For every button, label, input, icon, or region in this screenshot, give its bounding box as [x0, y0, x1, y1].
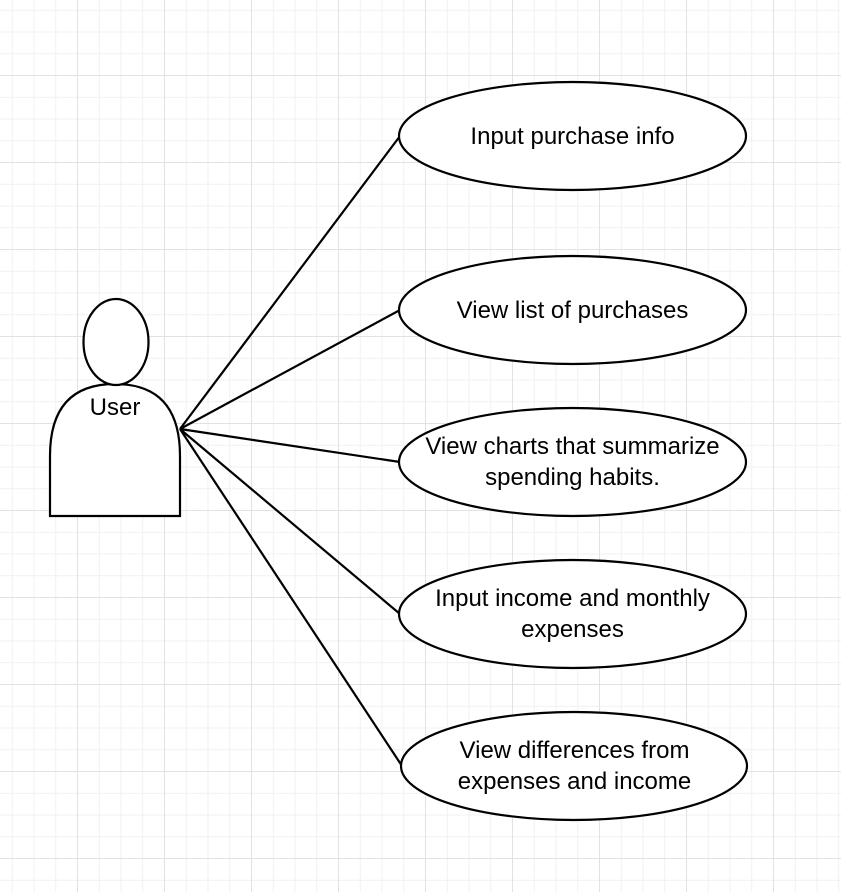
use-case-text-line1: Input income and monthly	[435, 585, 710, 612]
use-case-text: Input purchase info	[470, 122, 675, 150]
actor-label-text: User	[89, 393, 141, 421]
use-case-text-line2: expenses and income	[457, 768, 692, 795]
use-case-ellipse[interactable]	[397, 80, 748, 192]
use-case-text-line2: spending habits.	[485, 464, 660, 491]
use-case-ellipse[interactable]	[397, 406, 748, 518]
use-case-label-view-differences: View differences from expenses and incom…	[402, 730, 747, 802]
actor-head	[82, 297, 150, 387]
use-case-text-line1: View differences from	[459, 737, 690, 764]
use-case-label-input-purchase: Input purchase info	[400, 100, 745, 172]
association-line	[179, 135, 401, 430]
use-case-text-line2: expenses	[521, 616, 624, 643]
use-case-text: View list of purchases	[456, 296, 689, 324]
user-actor[interactable]	[48, 297, 182, 518]
use-case-text-line1: View charts that summarize	[425, 433, 720, 460]
use-case-ellipse[interactable]	[399, 710, 749, 822]
association-line	[179, 427, 401, 464]
use-case-ellipse[interactable]	[397, 558, 748, 670]
association-line	[179, 428, 401, 615]
use-case-ellipse[interactable]	[397, 254, 748, 366]
association-line	[179, 309, 401, 430]
use-case-label-view-charts: View charts that summarize spending habi…	[396, 426, 749, 498]
use-case-label-view-purchases: View list of purchases	[400, 274, 745, 346]
use-case-label-input-income: Input income and monthly expenses	[400, 578, 745, 650]
actor-label: User	[60, 390, 170, 424]
association-line	[179, 428, 403, 767]
